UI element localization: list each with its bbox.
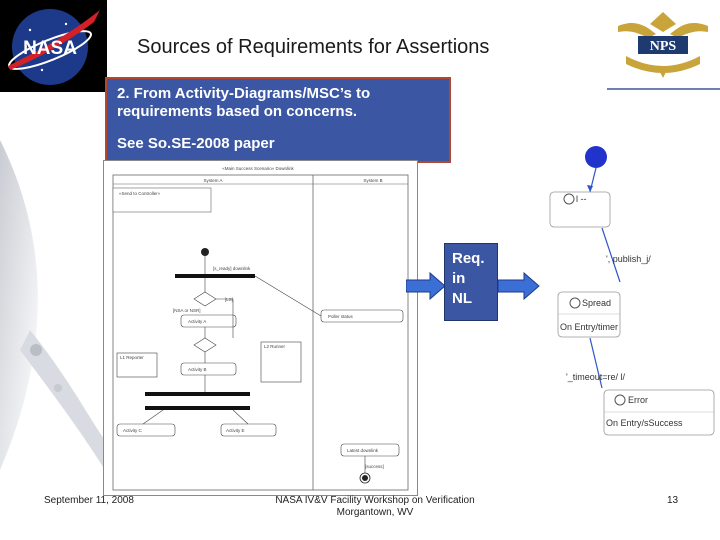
svg-text:NASA: NASA xyxy=(23,38,77,59)
start-label: [s_ready] downlink xyxy=(213,266,251,271)
transition-1-label: ', publish_j/ xyxy=(606,254,651,264)
footer-page-number: 13 xyxy=(667,495,679,506)
req-line-1: Req. xyxy=(452,250,485,267)
guard-right: [LS] xyxy=(225,297,233,302)
req-line-2: in xyxy=(452,270,466,287)
state-diagram: l -- ', publish_j/ Spread On Entry/timer… xyxy=(549,146,715,436)
initial-node xyxy=(201,248,209,256)
callout-box: 2. From Activity-Diagrams/MSC’s to requi… xyxy=(105,77,451,163)
activity-e-label: Activity E xyxy=(226,428,245,433)
activity-header: «Main Success Scenario» Downlink xyxy=(222,166,294,171)
reporter-note xyxy=(116,352,158,378)
state-3 xyxy=(603,389,715,436)
runner-note xyxy=(260,341,302,383)
latest-downlink-label: Latest downlink xyxy=(347,448,379,453)
nps-logo: NPS xyxy=(608,8,718,80)
state-3-entry: On Entry/sSuccess xyxy=(606,418,683,428)
lane-right-label: System B xyxy=(363,178,382,183)
activity-b-label: Activity B xyxy=(188,367,207,372)
req-in-nl-box: Req. in NL xyxy=(444,243,498,321)
activity-diagram: «Main Success Scenario» Downlink System … xyxy=(103,160,418,496)
slide-title: Sources of Requirements for Assertions xyxy=(137,36,490,58)
state-initial-node xyxy=(585,146,607,168)
latest-downlink xyxy=(340,443,400,457)
req-line-3: NL xyxy=(452,290,472,307)
arrow-from-req xyxy=(498,272,540,300)
state-1-label: l -- xyxy=(576,194,587,204)
state-2-label: Spread xyxy=(582,298,611,308)
nasa-logo: NASA xyxy=(0,0,107,92)
svg-text:NPS: NPS xyxy=(650,39,677,54)
state-3-label: Error xyxy=(628,395,648,405)
activity-c xyxy=(116,423,176,437)
callout-text: 2. From Activity-Diagrams/MSC’s to requi… xyxy=(117,85,371,120)
footer-date: September 11, 2008 xyxy=(44,495,134,506)
fork-bar-1 xyxy=(175,274,255,278)
guard-left: [NSA or NSR] xyxy=(173,308,201,313)
footer-event-line2: Morgantown, WV xyxy=(336,507,414,518)
reporter-label: L1 Reporter xyxy=(120,355,144,360)
note-label: «Send to Controller» xyxy=(119,191,161,196)
final-guard: [success] xyxy=(365,464,384,469)
activity-e xyxy=(220,423,277,437)
lane-left-label: System A xyxy=(203,178,222,183)
join-bar-2 xyxy=(145,406,250,410)
footer-event: NASA IV&V Facility Workshop on Verificat… xyxy=(250,495,500,519)
poller-status-label: Poller status xyxy=(328,314,354,319)
activity-a xyxy=(180,314,237,328)
join-bar-1 xyxy=(145,392,250,396)
header-rule xyxy=(607,88,720,90)
arrow-to-req xyxy=(406,272,446,300)
transition-2-label: '_timeout=re/ l/ xyxy=(566,372,625,382)
state-2-entry: On Entry/timer xyxy=(560,322,618,332)
activity-b xyxy=(180,362,237,376)
decision-node-1 xyxy=(193,291,217,307)
activity-a-label: Activity A xyxy=(188,319,206,324)
runner-label: L2 Runner xyxy=(264,344,286,349)
callout-reference: See So.SE-2008 paper xyxy=(117,135,275,152)
activity-c-label: Activity C xyxy=(123,428,143,433)
footer-event-line1: NASA IV&V Facility Workshop on Verificat… xyxy=(275,495,475,506)
